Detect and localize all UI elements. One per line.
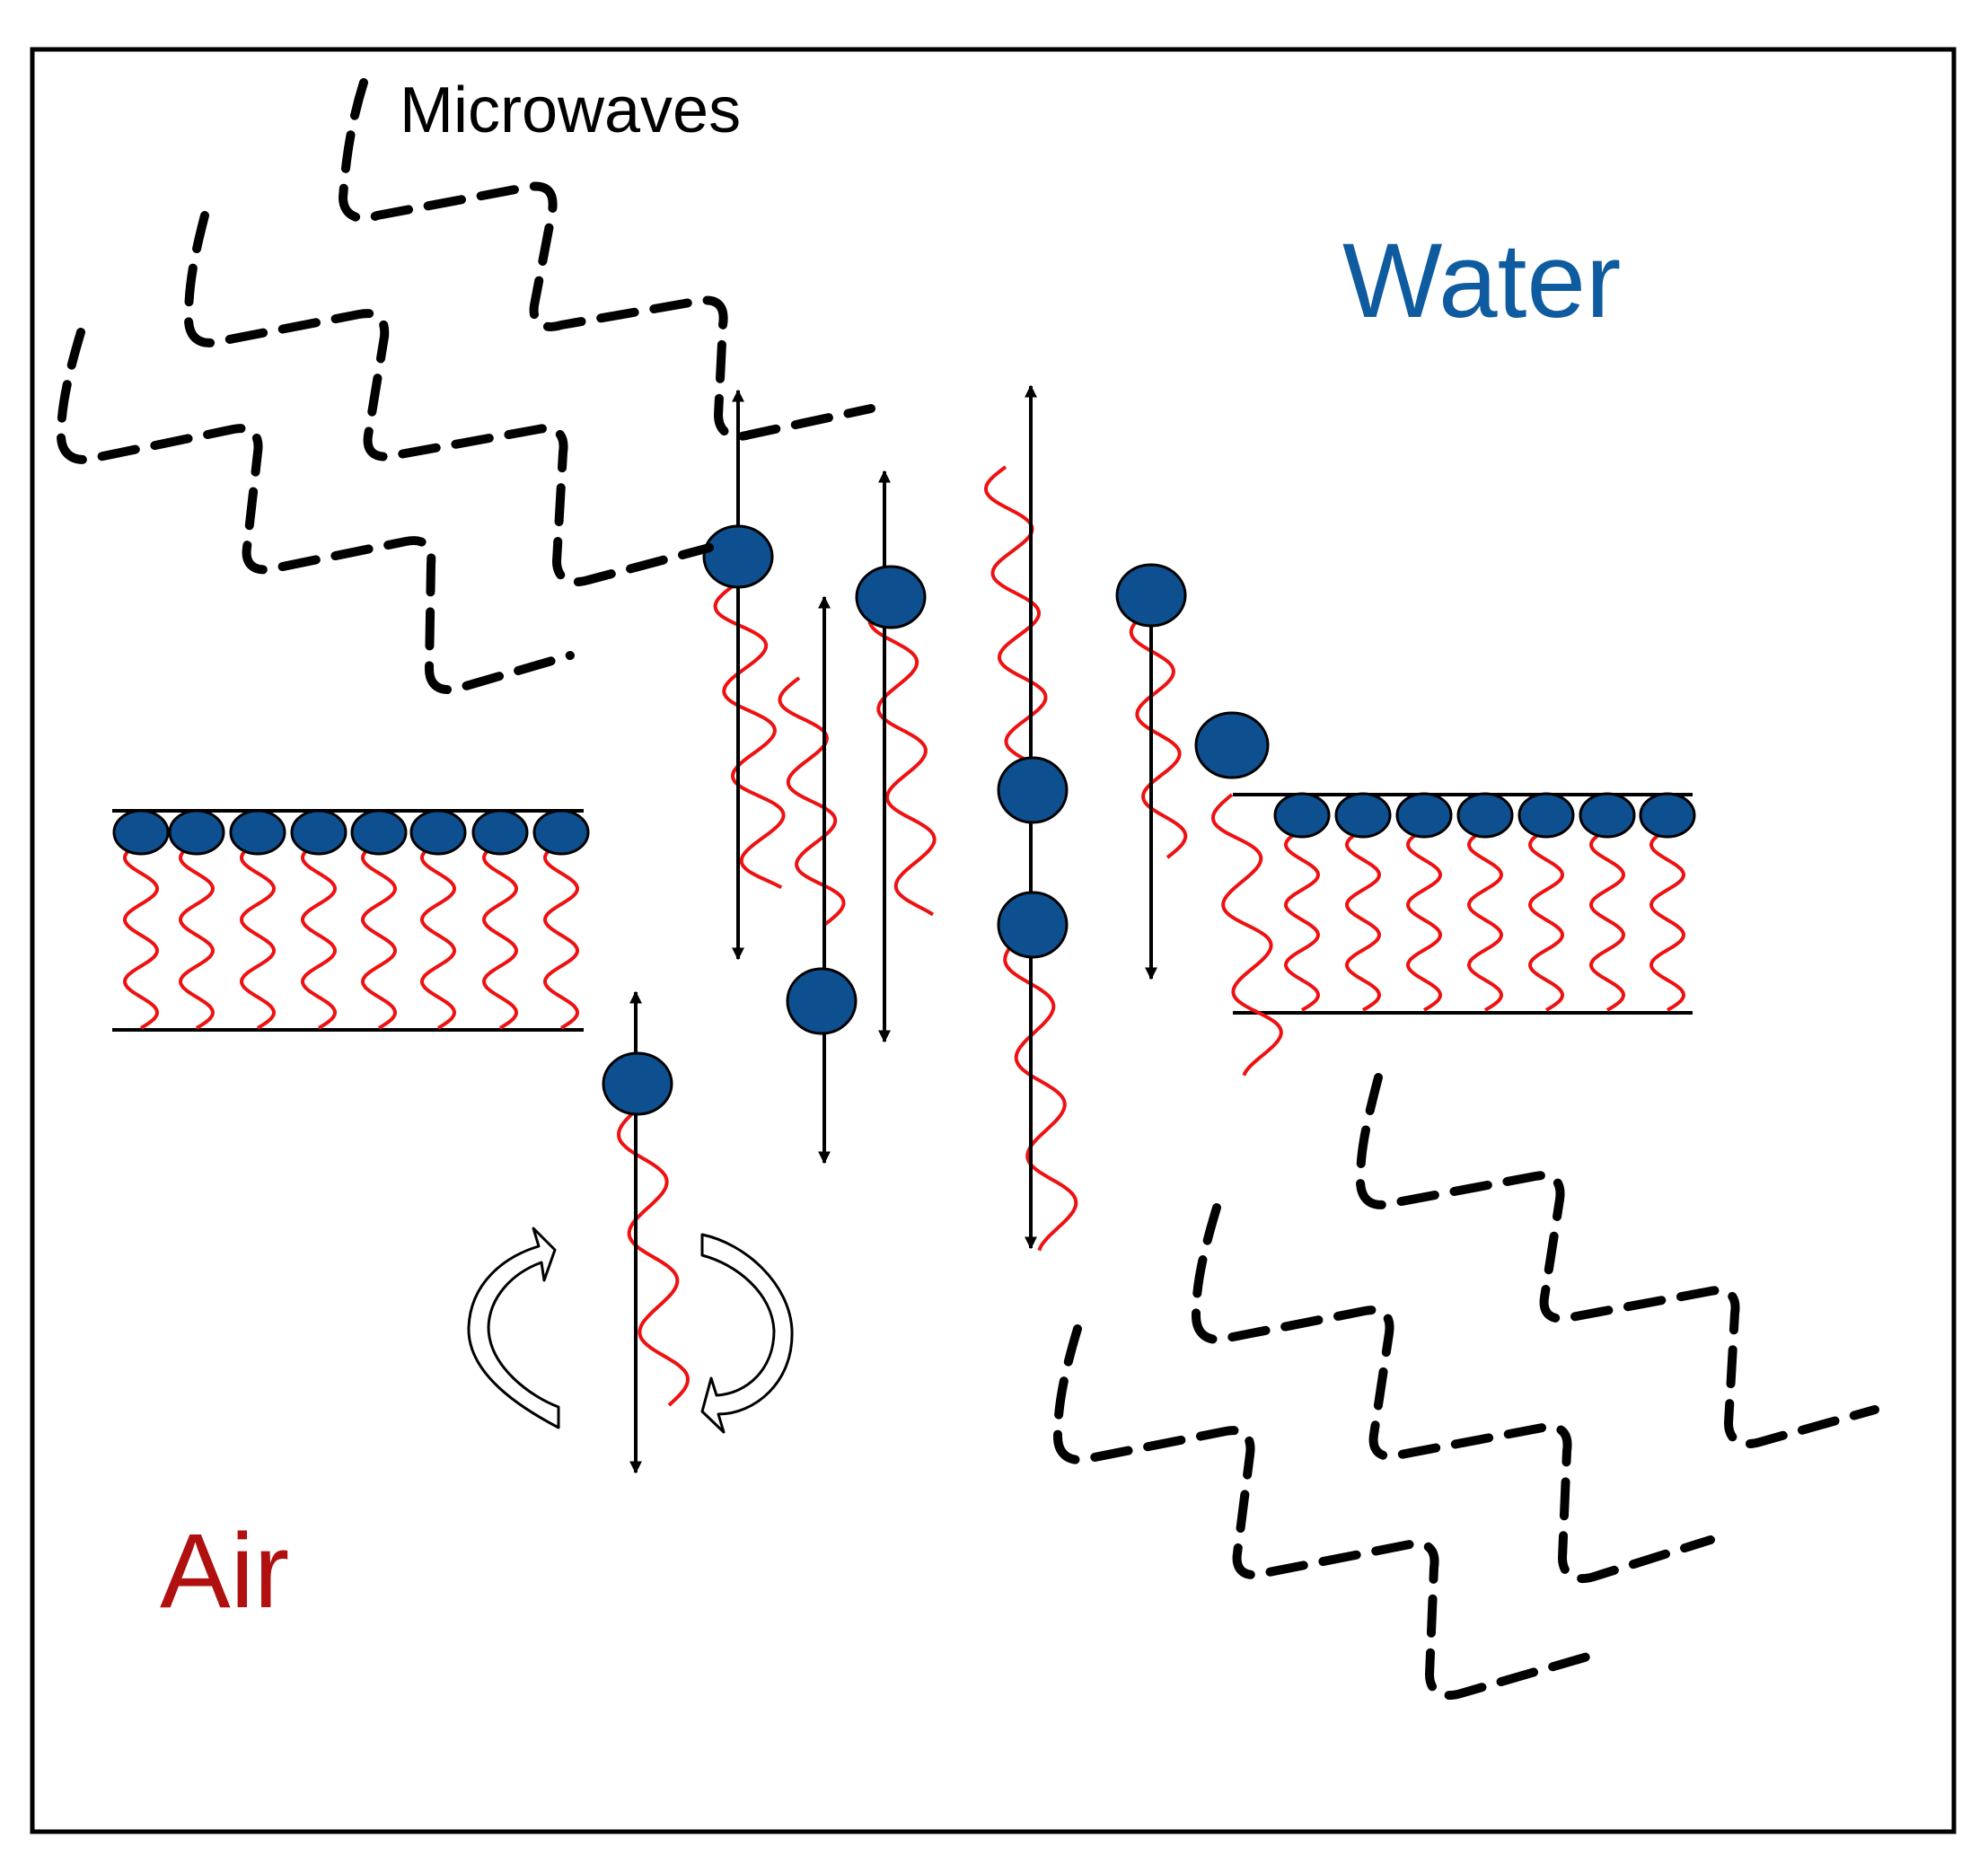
surfactant-head-icon	[702, 524, 774, 589]
microwave-waves	[57, 78, 1879, 1701]
microwave-wave-icon	[184, 211, 714, 587]
surfactant-head-icon	[997, 891, 1069, 959]
microwaves-label: Microwaves	[400, 75, 741, 146]
water-label: Water	[1342, 222, 1621, 340]
surfactant-tail-icon	[122, 840, 160, 1030]
surfactant-tail-icon	[1588, 828, 1626, 1012]
surfactant-tail-icon	[1649, 828, 1686, 1012]
surfactant-head-icon	[471, 809, 529, 856]
surfactant-heads	[112, 524, 1696, 1116]
surfactant-tail-icon	[778, 676, 846, 927]
surfactant-head-icon	[409, 809, 467, 856]
surfactant-tail-icon	[239, 840, 277, 1030]
microwave-wave-icon	[57, 328, 575, 695]
microwave-wave-icon	[339, 78, 875, 441]
surfactant-tail-icon	[1344, 828, 1382, 1012]
diagram-frame	[30, 47, 1957, 1834]
surfactant-head-icon	[1517, 792, 1575, 839]
surfactant-head-icon	[1194, 711, 1270, 779]
surfactant-head-icon	[1334, 792, 1392, 839]
surfactant-tail-icon	[178, 840, 216, 1030]
surfactant-head-icon	[1579, 792, 1636, 839]
rotation-arrow-icon	[467, 1227, 794, 1434]
surfactant-tail-icon	[1210, 793, 1283, 1077]
surfactant-head-icon	[1273, 792, 1331, 839]
air-label: Air	[160, 1512, 289, 1631]
surfactant-head-icon	[1639, 792, 1696, 839]
microwave-wave-icon	[1356, 1073, 1879, 1449]
surfactant-head-icon	[532, 809, 590, 856]
surfactant-head-icon	[997, 756, 1069, 824]
surfactant-head-icon	[1395, 792, 1453, 839]
surfactant-head-icon	[290, 809, 347, 856]
surfactant-head-icon	[602, 1051, 673, 1116]
surfactant-tail-icon	[867, 595, 937, 917]
surfactant-tail-icon	[617, 1107, 690, 1407]
surfactant-tail-icon	[360, 840, 398, 1030]
microwave-wave-icon	[1053, 1324, 1592, 1701]
surfactant-tail-icon	[481, 840, 519, 1030]
surfactant-head-icon	[112, 809, 170, 856]
surfactant-head-icon	[786, 967, 858, 1035]
surfactant-tail-icon	[300, 840, 338, 1030]
surfactant-head-icon	[855, 565, 927, 629]
surfactant-tail-icon	[1003, 932, 1078, 1252]
surfactant-tail-icon	[1466, 828, 1504, 1012]
surfactant-tail-icon	[1405, 828, 1443, 1012]
surfactant-head-icon	[350, 809, 408, 856]
surfactant-head-icon	[229, 809, 286, 856]
surfactant-tail-icon	[1283, 828, 1321, 1012]
surfactant-tail-icon	[1527, 828, 1565, 1012]
surfactant-head-icon	[168, 809, 225, 856]
surfactant-head-icon	[1115, 563, 1187, 628]
surfactant-tail-icon	[713, 582, 786, 890]
surfactant-head-icon	[1456, 792, 1514, 839]
surfactant-tail-icon	[542, 840, 580, 1030]
microwave-wave-icon	[1192, 1203, 1715, 1584]
surfactant-tail-icon	[1129, 609, 1188, 859]
surfactant-tail-icon	[983, 465, 1055, 805]
surfactant-tail-icon	[419, 840, 457, 1030]
